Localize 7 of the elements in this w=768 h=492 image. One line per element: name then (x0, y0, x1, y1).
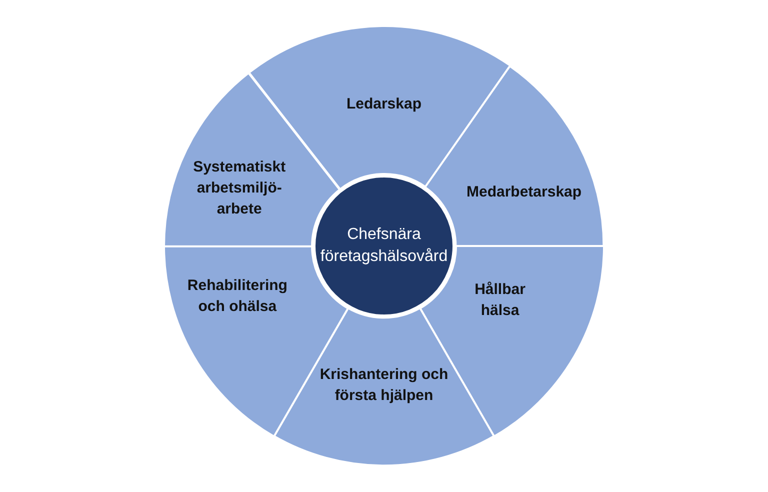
segment-label: Krishantering och första hjälpen (319, 364, 449, 406)
segment-label: Hållbar hälsa (474, 280, 526, 322)
segment-label: Ledarskap (345, 94, 422, 114)
segment-label: Rehabilitering och ohälsa (186, 276, 288, 318)
segment-label: Medarbetarskap (466, 182, 583, 203)
segment-label: Systematiskt arbetsmiljö-arbete (192, 157, 287, 220)
center-label: Chefsnära företagshälsovård (319, 225, 449, 267)
